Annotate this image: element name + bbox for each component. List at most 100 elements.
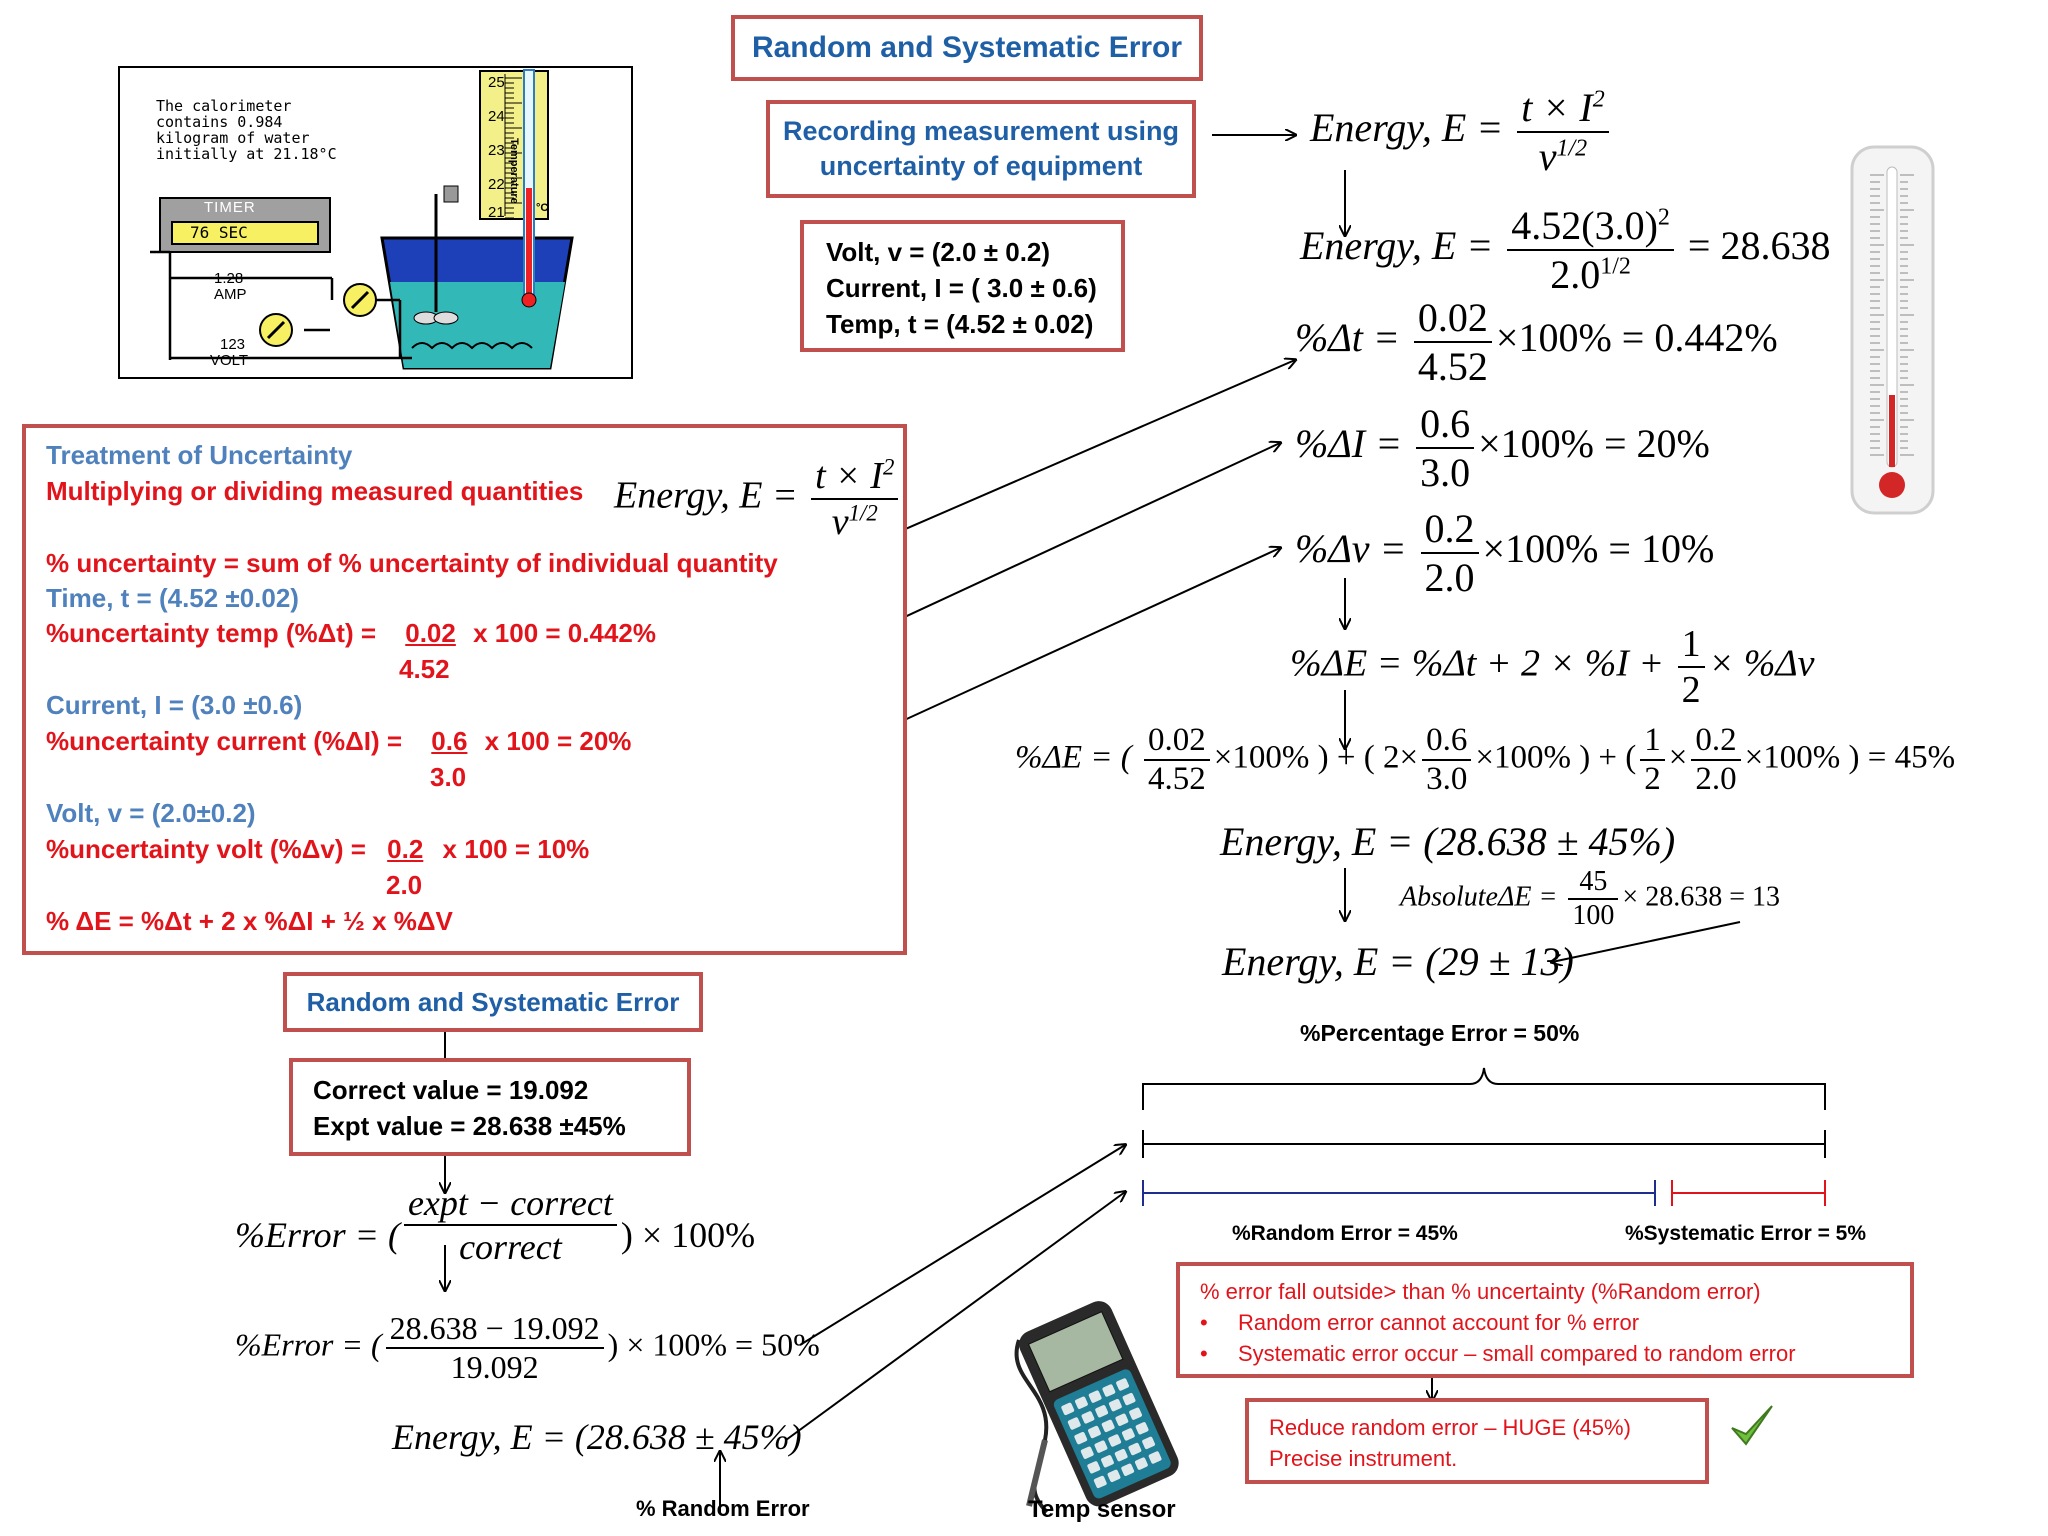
measurement-volt: Volt, v = (2.0 ± 0.2) — [826, 237, 1051, 267]
de2-a-num: 0.02 — [1144, 722, 1210, 761]
delta-i-num: 0.6 — [1416, 400, 1475, 449]
volt-label: %uncertainty volt (%Δv) = — [46, 834, 366, 864]
de2-b-tail: ×100% ) + ( — [1475, 739, 1637, 776]
volt-value: 123 — [220, 336, 246, 353]
percentage-error-label: %Percentage Error = 50% — [1300, 1020, 1580, 1046]
cur-label: %uncertainty current (%ΔI) = — [46, 726, 403, 756]
checkmark-icon — [1731, 1405, 1773, 1446]
treatment-volt: Volt, v = (2.0±0.2) — [46, 798, 256, 828]
energy-label: Energy, E = — [1310, 105, 1504, 151]
treatment-final: % ΔE = %Δt + 2 x %ΔI + ½ x %ΔV — [46, 906, 453, 936]
amp-unit: AMP — [214, 286, 247, 303]
random-error-text: %Random Error = 45% — [1232, 1222, 1458, 1245]
treatment-box: Treatment of Uncertainty Multiplying or … — [22, 424, 907, 955]
abs-den: 100 — [1572, 900, 1615, 931]
de2-b-den: 3.0 — [1426, 761, 1468, 797]
cur-num: 0.6 — [431, 726, 468, 756]
correct-value: Correct value = 19.092 — [313, 1075, 589, 1105]
scale-tick-21: 21 — [488, 204, 505, 221]
volt-res: x 100 = 10% — [442, 834, 590, 864]
cur-res: x 100 = 20% — [484, 726, 632, 756]
err2-tail: ) × 100% = 50% — [607, 1326, 820, 1363]
notes-bullet1-text: Random error cannot account for % error — [1238, 1310, 1640, 1335]
delta-v-den: 2.0 — [1424, 555, 1475, 600]
delta-i-res: ×100% = 20% — [1478, 421, 1710, 467]
measurements-box: Volt, v = (2.0 ± 0.2) Current, I = ( 3.0… — [800, 220, 1125, 352]
random-error-bar — [1142, 1180, 1656, 1206]
temp-sensor-icon — [1014, 1301, 1179, 1514]
systematic-error-bar — [1671, 1180, 1826, 1206]
err-den: correct — [459, 1227, 562, 1267]
calorimeter-text-1: The calorimeter — [156, 97, 292, 115]
treat-energy-label: Energy, E = — [614, 474, 798, 517]
measurement-current: Current, I = ( 3.0 ± 0.6) — [826, 273, 1097, 303]
exp-2: 2 — [1592, 86, 1605, 113]
de2-c-mid: × — [1668, 739, 1688, 776]
scale-tick-24: 24 — [488, 108, 505, 125]
title-text: Random and Systematic Error — [751, 31, 1183, 64]
treatment-title: Treatment of Uncertainty — [46, 440, 353, 470]
err2-den: 19.092 — [450, 1349, 539, 1385]
temp-den: 4.52 — [399, 654, 450, 684]
abs-num: 45 — [1568, 866, 1619, 900]
scale-tick-22: 22 — [488, 176, 505, 193]
treat-exp-2: 2 — [882, 454, 895, 480]
treatment-current: Current, I = (3.0 ±0.6) — [46, 690, 303, 720]
de2-d-num: 0.2 — [1691, 722, 1741, 761]
lower-energy: Energy, E = (28.638 ± 45%) — [392, 1417, 802, 1457]
reduce-line2: Precise instrument. — [1269, 1446, 1458, 1471]
delta-e-tail: × %Δv — [1708, 642, 1815, 685]
energy-label-2: Energy, E = — [1300, 223, 1494, 269]
exp-half-b: 1/2 — [1600, 253, 1631, 280]
sub-numerator: 4.52(3.0) — [1511, 203, 1658, 248]
notes-bullet2: •Systematic error occur – small compared… — [1200, 1341, 1796, 1366]
calorimeter-text-4: initially at 21.18°C — [156, 145, 337, 163]
err2-num: 28.638 − 19.092 — [385, 1310, 604, 1349]
err2-lhs: %Error = ( — [235, 1326, 382, 1363]
treat-exp-half: 1/2 — [848, 500, 878, 526]
calorimeter-text-2: contains 0.984 — [156, 113, 283, 131]
delta-v-lhs: %Δv = — [1295, 526, 1407, 572]
err-lhs: %Error = ( — [235, 1215, 400, 1255]
random-error-label: % Random Error — [636, 1496, 810, 1521]
volt-unit: VOLT — [210, 352, 249, 369]
calorimeter-diagram: The calorimeter contains 0.984 kilogram … — [118, 66, 633, 379]
values-box: Correct value = 19.092 Expt value = 28.6… — [289, 1058, 691, 1156]
delta-t-lhs: %Δt = — [1295, 315, 1400, 361]
measurement-temp: Temp, t = (4.52 ± 0.02) — [826, 309, 1094, 339]
energy-final: Energy, E = (29 ± 13) — [1222, 939, 1574, 984]
exp-2b: 2 — [1657, 204, 1670, 231]
temp-num: 0.02 — [405, 618, 456, 648]
apparatus-svg — [150, 69, 574, 370]
delta-t-res: ×100% = 0.442% — [1495, 315, 1778, 361]
cur-den: 3.0 — [430, 762, 467, 792]
notes-bullet1: •Random error cannot account for % error — [1200, 1310, 1640, 1335]
delta-t-den: 4.52 — [1417, 344, 1488, 389]
scale-tick-23: 23 — [488, 142, 505, 159]
percentage-brace — [1142, 1067, 1826, 1110]
expt-value: Expt value = 28.638 ±45% — [313, 1111, 626, 1141]
de2-a-tail: ×100% ) + ( 2× — [1213, 739, 1419, 776]
notes-box: % error fall outside> than % uncertainty… — [1176, 1262, 1914, 1378]
treat-v-den: v — [831, 501, 849, 543]
systematic-error-text: %Systematic Error = 5% — [1625, 1222, 1867, 1245]
treatment-rule: Multiplying or dividing measured quantit… — [46, 476, 584, 506]
exp-half: 1/2 — [1556, 135, 1588, 162]
amp-value: 1.28 — [214, 270, 244, 287]
de2-b-num: 0.6 — [1422, 722, 1472, 761]
notes-bullet2-text: Systematic error occur – small compared … — [1238, 1341, 1796, 1366]
calorimeter-text-3: kilogram of water — [156, 129, 310, 147]
energy-pm: Energy, E = (28.638 ± 45%) — [1220, 819, 1676, 864]
delta-e-half-den: 2 — [1681, 669, 1701, 711]
timer-label: TIMER — [204, 199, 256, 216]
energy-result: = 28.638 — [1687, 223, 1831, 269]
de2-c-den: 2 — [1644, 761, 1661, 797]
